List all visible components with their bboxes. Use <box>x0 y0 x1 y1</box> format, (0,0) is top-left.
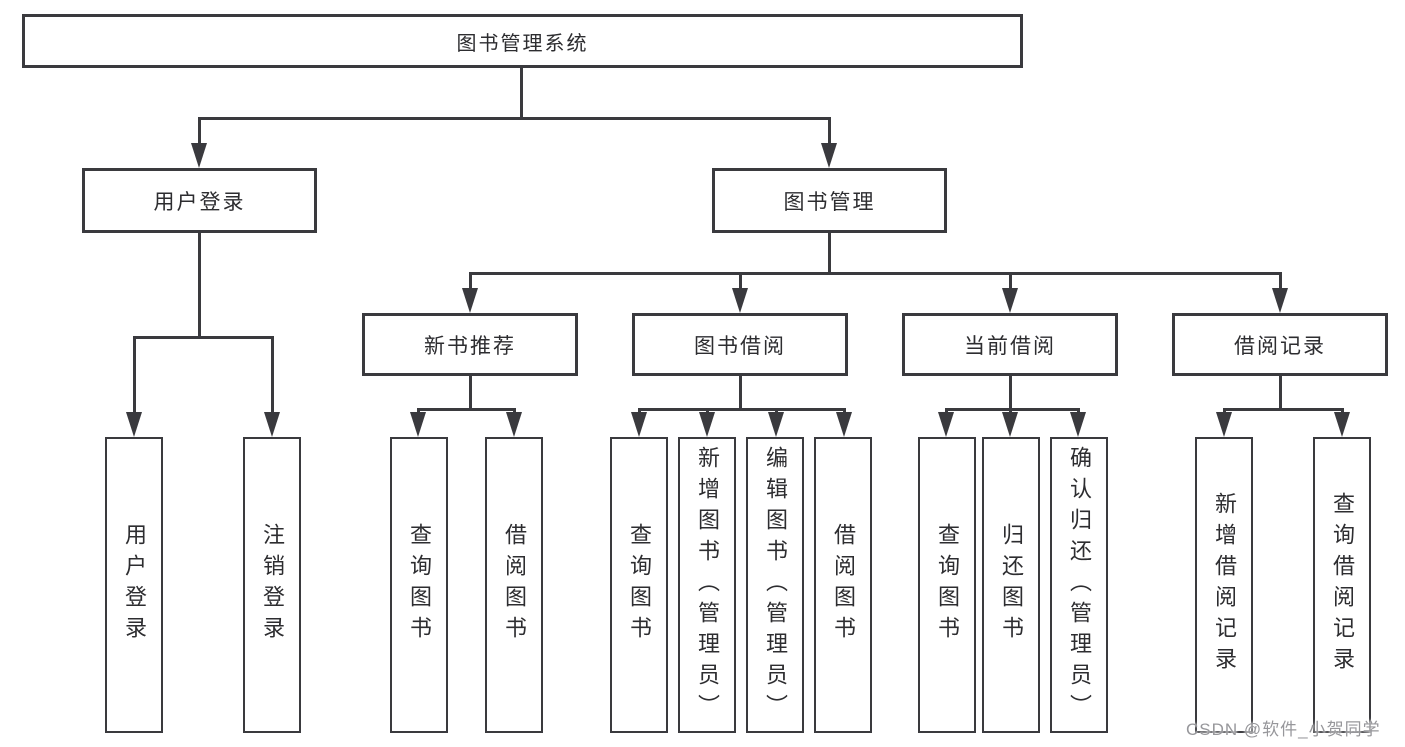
arrow-down-icon <box>631 412 647 437</box>
node-book-borrowing: 图书借阅 <box>632 313 848 376</box>
leaf-current-return-books-label: 归还图书 <box>999 523 1024 647</box>
node-current-borrowing-label: 当前借阅 <box>964 334 1056 358</box>
leaf-current-return-books: 归还图书 <box>982 437 1040 733</box>
arrow-down-icon <box>462 288 478 313</box>
leaf-newbook-query-books: 查询图书 <box>390 437 448 733</box>
connector-userlogin-stem <box>198 233 201 336</box>
leaf-newbook-borrow-books: 借阅图书 <box>485 437 543 733</box>
arrow-down-icon <box>506 412 522 437</box>
leaf-records-add-record: 新增借阅记录 <box>1195 437 1253 733</box>
leaf-records-query-record-label: 查询借阅记录 <box>1330 492 1355 678</box>
leaf-borrow-edit-books-admin-label: 编辑图书（管理员） <box>763 445 788 725</box>
connector-drop <box>739 275 742 289</box>
connector-drop <box>271 339 274 412</box>
node-book-management-label: 图书管理 <box>783 190 876 214</box>
leaf-records-add-record-label: 新增借阅记录 <box>1212 492 1237 678</box>
arrow-down-icon <box>410 412 426 437</box>
node-root-label: 图书管理系统 <box>456 32 589 55</box>
leaf-current-query-books-label: 查询图书 <box>935 523 960 647</box>
arrow-down-icon <box>1272 288 1288 313</box>
leaf-borrow-borrow-books-label: 借阅图书 <box>831 523 856 647</box>
arrow-down-icon <box>1070 412 1086 437</box>
arrow-down-icon <box>1216 412 1232 437</box>
node-current-borrowing: 当前借阅 <box>902 313 1118 376</box>
node-root: 图书管理系统 <box>22 14 1023 68</box>
leaf-user-login: 用户登录 <box>105 437 163 733</box>
connector-drop-book-mgmt <box>828 120 831 144</box>
connector-currentborrow-horizontal <box>945 408 1080 411</box>
leaf-logout-label: 注销登录 <box>260 523 285 647</box>
connector-drop <box>1009 275 1012 289</box>
arrow-down-icon <box>1334 412 1350 437</box>
connector-root-stem <box>520 68 523 117</box>
connector-l2-horizontal <box>469 272 1282 275</box>
arrow-down-icon <box>1002 412 1018 437</box>
connector-newbook-stem <box>469 376 472 408</box>
node-new-book-recommendation: 新书推荐 <box>362 313 578 376</box>
leaf-current-confirm-return-admin: 确认归还（管理员） <box>1050 437 1108 733</box>
connector-records-horizontal <box>1223 408 1344 411</box>
connector-drop-user-login <box>198 120 201 144</box>
connector-records-stem <box>1279 376 1282 408</box>
leaf-newbook-borrow-books-label: 借阅图书 <box>502 523 527 647</box>
leaf-borrow-add-books-admin-label: 新增图书（管理员） <box>695 445 720 725</box>
arrow-down-icon <box>732 288 748 313</box>
leaf-borrow-query-books-label: 查询图书 <box>627 523 652 647</box>
arrow-down-icon <box>768 412 784 437</box>
node-new-book-recommendation-label: 新书推荐 <box>424 334 516 358</box>
leaf-user-login-label: 用户登录 <box>122 523 147 647</box>
csdn-watermark: CSDN @软件_小贺同学 <box>1186 720 1381 739</box>
connector-bookborrow-stem <box>739 376 742 408</box>
arrow-down-icon <box>191 143 207 168</box>
leaf-borrow-borrow-books: 借阅图书 <box>814 437 872 733</box>
leaf-borrow-add-books-admin: 新增图书（管理员） <box>678 437 736 733</box>
leaf-current-query-books: 查询图书 <box>918 437 976 733</box>
connector-drop <box>469 275 472 289</box>
node-borrowing-records-label: 借阅记录 <box>1234 334 1326 358</box>
leaf-borrow-edit-books-admin: 编辑图书（管理员） <box>746 437 804 733</box>
connector-bookmgmt-stem <box>828 233 831 272</box>
arrow-down-icon <box>821 143 837 168</box>
leaf-logout: 注销登录 <box>243 437 301 733</box>
connector-drop <box>133 339 136 412</box>
node-borrowing-records: 借阅记录 <box>1172 313 1388 376</box>
node-user-login: 用户登录 <box>82 168 317 233</box>
connector-newbook-horizontal <box>417 408 516 411</box>
node-book-borrowing-label: 图书借阅 <box>694 334 786 358</box>
arrow-down-icon <box>836 412 852 437</box>
arrow-down-icon <box>126 412 142 437</box>
arrow-down-icon <box>938 412 954 437</box>
leaf-current-confirm-return-admin-label: 确认归还（管理员） <box>1067 445 1092 725</box>
connector-userlogin-horizontal <box>133 336 274 339</box>
connector-l1-horizontal <box>198 117 831 120</box>
leaf-newbook-query-books-label: 查询图书 <box>407 523 432 647</box>
node-user-login-label: 用户登录 <box>153 190 246 214</box>
connector-drop <box>1279 275 1282 289</box>
arrow-down-icon <box>1002 288 1018 313</box>
connector-bookborrow-horizontal <box>638 408 846 411</box>
connector-currentborrow-stem <box>1009 376 1012 408</box>
leaf-borrow-query-books: 查询图书 <box>610 437 668 733</box>
node-book-management: 图书管理 <box>712 168 947 233</box>
arrow-down-icon <box>699 412 715 437</box>
arrow-down-icon <box>264 412 280 437</box>
leaf-records-query-record: 查询借阅记录 <box>1313 437 1371 733</box>
